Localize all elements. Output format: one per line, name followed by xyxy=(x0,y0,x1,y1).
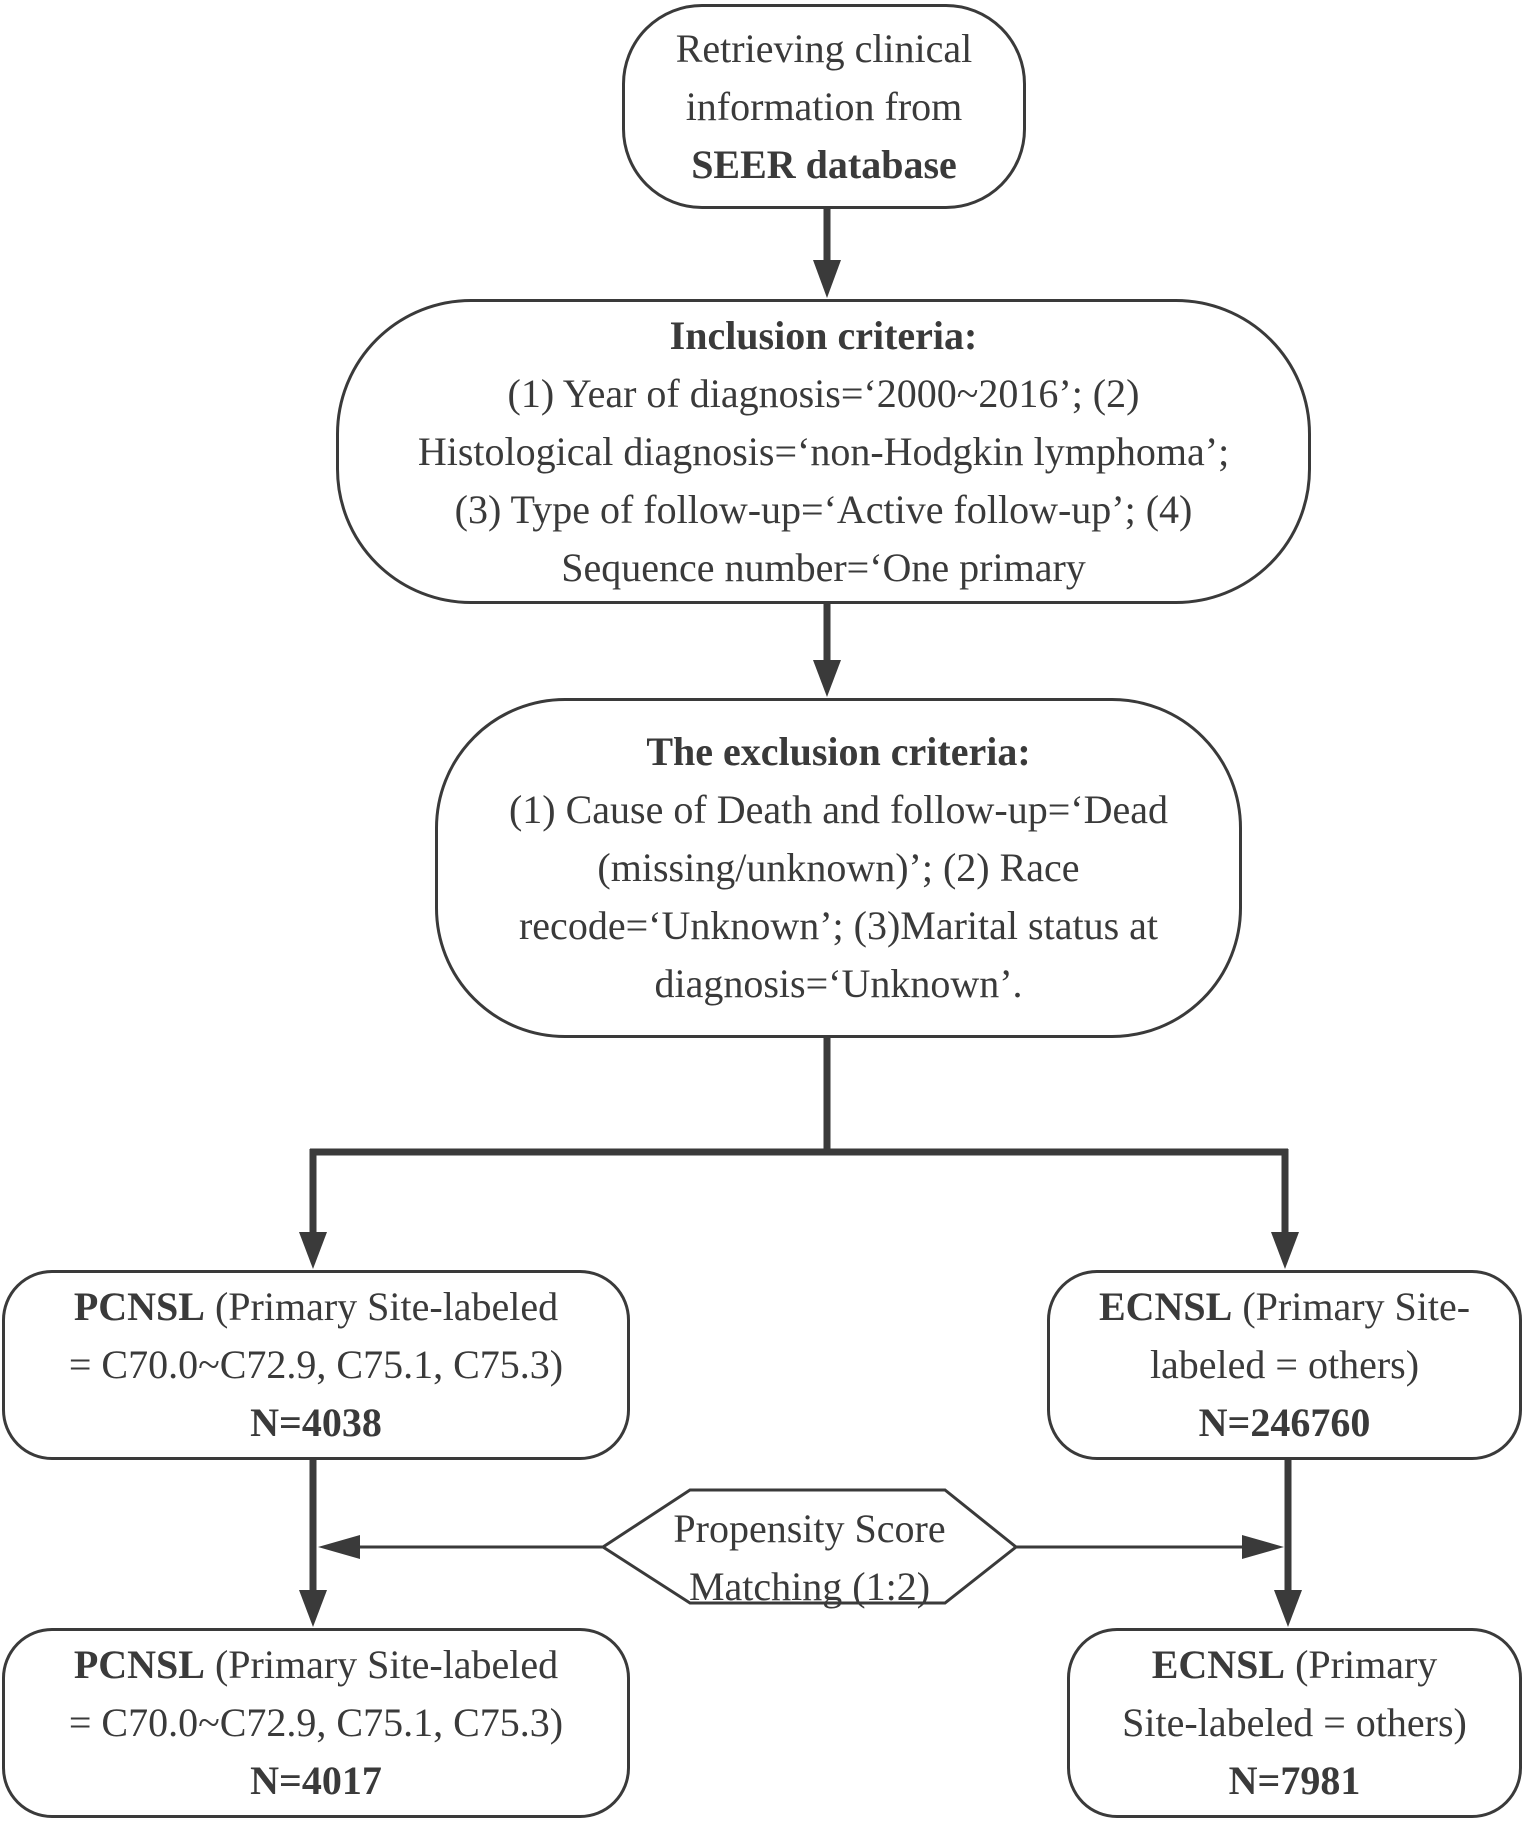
pcnsl-after-box: PCNSL (Primary Site-labeled = C70.0~C72.… xyxy=(2,1628,630,1818)
seer-source-box: Retrieving clinical information from SEE… xyxy=(622,4,1026,209)
exclusion-heading: The exclusion criteria: xyxy=(646,729,1031,774)
exclusion-line-2: (missing/unknown)’; (2) Race xyxy=(597,845,1080,890)
ecnsl-after-box: ECNSL (Primary Site-labeled = others) N=… xyxy=(1067,1628,1522,1818)
arrow-ecnsl-down xyxy=(1274,1460,1302,1627)
ecnsl-before-line-1: ECNSL (Primary Site- xyxy=(1099,1278,1470,1336)
ecnsl-before-box: ECNSL (Primary Site- labeled = others) N… xyxy=(1047,1270,1522,1460)
seer-line-2: information from xyxy=(685,83,963,129)
inclusion-line-4: Sequence number=‘One primary xyxy=(561,544,1086,590)
inclusion-line-3: (3) Type of follow-up=‘Active follow-up’… xyxy=(454,486,1193,532)
pcnsl-before-desc-1: (Primary Site-labeled xyxy=(204,1284,559,1329)
arrow-seer-to-inclusion xyxy=(813,209,841,298)
arrow-pcnsl-down xyxy=(299,1460,327,1627)
pcnsl-before-line-1: PCNSL (Primary Site-labeled xyxy=(74,1278,558,1336)
ecnsl-after-line-1: ECNSL (Primary xyxy=(1152,1636,1438,1694)
inclusion-criteria-box: Inclusion criteria: (1) Year of diagnosi… xyxy=(336,299,1311,604)
pcnsl-after-line-1: PCNSL (Primary Site-labeled xyxy=(74,1636,558,1694)
arrow-psm-to-pcnsl xyxy=(318,1535,603,1559)
ecnsl-before-desc-1: (Primary Site- xyxy=(1232,1284,1471,1329)
ecnsl-before-count: N=246760 xyxy=(1198,1400,1371,1445)
inclusion-line-2: Histological diagnosis=‘non-Hodgkin lymp… xyxy=(417,428,1230,474)
psm-line-2: Matching (1:2) xyxy=(688,1563,931,1609)
arrow-inclusion-to-exclusion xyxy=(813,604,841,697)
exclusion-line-4: diagnosis=‘Unknown’. xyxy=(654,961,1023,1006)
ecnsl-after-count: N=7981 xyxy=(1228,1758,1361,1803)
ecnsl-after-desc-1: (Primary xyxy=(1285,1642,1438,1687)
ecnsl-after-desc-2: Site-labeled = others) xyxy=(1122,1700,1467,1745)
pcnsl-before-count: N=4038 xyxy=(250,1400,382,1445)
propensity-score-matching-label: Propensity Score Matching (1:2) xyxy=(603,1490,1016,1625)
pcnsl-after-count: N=4017 xyxy=(250,1758,382,1803)
psm-line-1: Propensity Score xyxy=(673,1505,946,1551)
seer-line-3: SEER database xyxy=(691,141,957,187)
pcnsl-before-name: PCNSL xyxy=(73,1284,205,1329)
seer-line-1: Retrieving clinical xyxy=(675,25,973,71)
split-connector xyxy=(310,1038,1288,1156)
inclusion-line-1: (1) Year of diagnosis=‘2000~2016’; (2) xyxy=(507,370,1140,416)
pcnsl-after-desc-2: = C70.0~C72.9, C75.1, C75.3) xyxy=(68,1700,564,1745)
exclusion-criteria-box: The exclusion criteria: (1) Cause of Dea… xyxy=(435,698,1242,1038)
ecnsl-after-name: ECNSL xyxy=(1151,1642,1286,1687)
exclusion-line-3: recode=‘Unknown’; (3)Marital status at xyxy=(518,903,1159,948)
exclusion-line-1: (1) Cause of Death and follow-up=‘Dead xyxy=(508,787,1168,832)
arrow-split-to-pcnsl xyxy=(299,1149,327,1269)
ecnsl-before-name: ECNSL xyxy=(1098,1284,1233,1329)
arrow-split-to-ecnsl xyxy=(1271,1149,1299,1269)
pcnsl-before-box: PCNSL (Primary Site-labeled = C70.0~C72.… xyxy=(2,1270,630,1460)
pcnsl-after-desc-1: (Primary Site-labeled xyxy=(204,1642,559,1687)
pcnsl-before-desc-2: = C70.0~C72.9, C75.1, C75.3) xyxy=(68,1342,564,1387)
pcnsl-after-name: PCNSL xyxy=(73,1642,205,1687)
arrow-psm-to-ecnsl xyxy=(1016,1535,1284,1559)
inclusion-heading: Inclusion criteria: xyxy=(669,312,978,358)
ecnsl-before-desc-2: labeled = others) xyxy=(1149,1342,1420,1387)
